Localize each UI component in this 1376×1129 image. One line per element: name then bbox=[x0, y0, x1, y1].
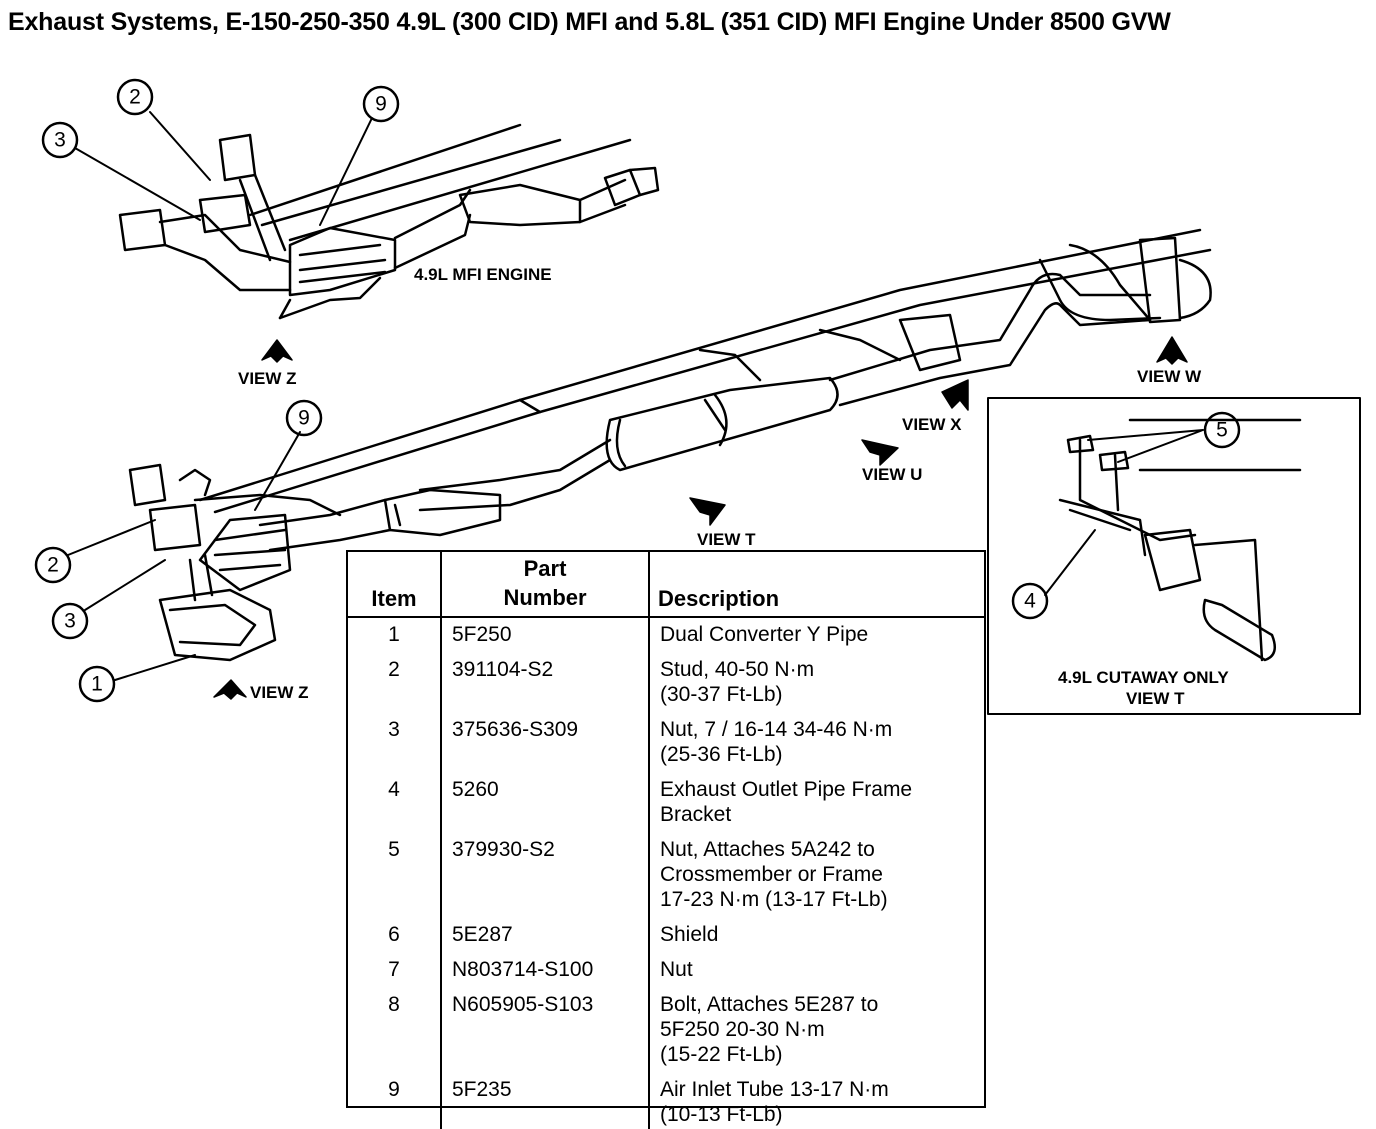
callout-3-top: 3 bbox=[54, 129, 66, 152]
header-item: Item bbox=[348, 552, 442, 618]
callout-1-bottom: 1 bbox=[91, 673, 103, 696]
header-description: Description bbox=[649, 552, 984, 618]
row-description-line: 5F250 20-30 N·m bbox=[660, 1018, 825, 1041]
row-description: Shield bbox=[649, 914, 984, 949]
callout-2-bottom: 2 bbox=[47, 554, 59, 577]
row-part-number: N605905-S103 bbox=[441, 984, 650, 1069]
callout-leaders bbox=[67, 111, 1204, 681]
row-part-number: 379930-S2 bbox=[441, 829, 650, 914]
row-part-number: 375636-S309 bbox=[441, 709, 650, 769]
row-description-line: Bolt, Attaches 5E287 to bbox=[660, 993, 879, 1016]
row-part-number: 5F250 bbox=[441, 617, 650, 649]
row-item: 8 bbox=[348, 984, 442, 1069]
row-description: Nut, 7 / 16-14 34-46 N·m(25-36 Ft-Lb) bbox=[649, 709, 984, 769]
label-view-z-top: VIEW Z bbox=[238, 369, 297, 388]
label-view-x: VIEW X bbox=[902, 415, 962, 434]
row-description-line: Stud, 40-50 N·m bbox=[660, 658, 815, 681]
label-view-u: VIEW U bbox=[862, 465, 922, 484]
row-description-line: Dual Converter Y Pipe bbox=[660, 623, 869, 646]
row-item: 9 bbox=[348, 1069, 442, 1129]
label-cutaway-line1: 4.9L CUTAWAY ONLY bbox=[1058, 668, 1229, 687]
callout-2-top: 2 bbox=[129, 86, 141, 109]
row-item: 3 bbox=[348, 709, 442, 769]
header-part-line2: Number bbox=[503, 585, 587, 610]
row-description-line: (25-36 Ft-Lb) bbox=[660, 743, 783, 766]
row-description-line: Air Inlet Tube 13-17 N·m bbox=[660, 1078, 889, 1101]
row-part-number: N803714-S100 bbox=[441, 949, 650, 984]
row-description-line: (10-13 Ft-Lb) bbox=[660, 1103, 783, 1126]
callout-5-cutaway: 5 bbox=[1216, 419, 1228, 442]
row-description: Air Inlet Tube 13-17 N·m(10-13 Ft-Lb) bbox=[649, 1069, 984, 1129]
row-description-line: Nut bbox=[660, 958, 693, 981]
callout-4-cutaway: 4 bbox=[1024, 590, 1036, 613]
row-item: 4 bbox=[348, 769, 442, 829]
row-description-line: (15-22 Ft-Lb) bbox=[660, 1043, 783, 1066]
top-engine-inset bbox=[118, 123, 660, 320]
callout-circles bbox=[34, 78, 1241, 703]
parts-table-header-row: Item Part Number Description bbox=[348, 552, 984, 618]
label-view-z-bottom: VIEW Z bbox=[250, 683, 309, 702]
row-description-line: 17-23 N·m (13-17 Ft-Lb) bbox=[660, 888, 888, 911]
row-description-line: Shield bbox=[660, 923, 719, 946]
main-exhaust-system bbox=[128, 228, 1212, 662]
row-part-number: 5F235 bbox=[441, 1069, 650, 1129]
row-item: 5 bbox=[348, 829, 442, 914]
callout-9-top: 9 bbox=[375, 93, 387, 116]
page-title: Exhaust Systems, E-150-250-350 4.9L (300… bbox=[8, 8, 1171, 36]
row-description-line: Nut, 7 / 16-14 34-46 N·m bbox=[660, 718, 893, 741]
row-description-line: Nut, Attaches 5A242 to bbox=[660, 838, 875, 861]
row-part-number: 391104-S2 bbox=[441, 649, 650, 709]
label-view-t: VIEW T bbox=[697, 530, 756, 549]
cutaway-inset bbox=[987, 397, 1361, 715]
row-item: 2 bbox=[348, 649, 442, 709]
callout-9-mid: 9 bbox=[298, 407, 310, 430]
row-item: 6 bbox=[348, 914, 442, 949]
callout-3-bottom: 3 bbox=[64, 610, 76, 633]
row-description-line: Exhaust Outlet Pipe Frame bbox=[660, 778, 913, 801]
row-description-line: Crossmember or Frame bbox=[660, 863, 883, 886]
view-arrows bbox=[213, 336, 1188, 700]
row-item: 7 bbox=[348, 949, 442, 984]
label-4-9l-mfi-engine: 4.9L MFI ENGINE bbox=[414, 265, 552, 284]
row-part-number: 5E287 bbox=[441, 914, 650, 949]
row-description: Stud, 40-50 N·m(30-37 Ft-Lb) bbox=[649, 649, 984, 709]
label-view-w: VIEW W bbox=[1137, 367, 1202, 386]
header-part-number: Part Number bbox=[441, 552, 650, 618]
row-description: Dual Converter Y Pipe bbox=[649, 617, 984, 649]
row-item: 1 bbox=[348, 617, 442, 649]
row-description-line: (30-37 Ft-Lb) bbox=[660, 683, 783, 706]
label-cutaway-line2: VIEW T bbox=[1126, 689, 1185, 708]
row-description: Nut bbox=[649, 949, 984, 984]
row-description-line: Bracket bbox=[660, 803, 732, 826]
row-part-number: 5260 bbox=[441, 769, 650, 829]
header-part-line1: Part bbox=[523, 556, 567, 581]
